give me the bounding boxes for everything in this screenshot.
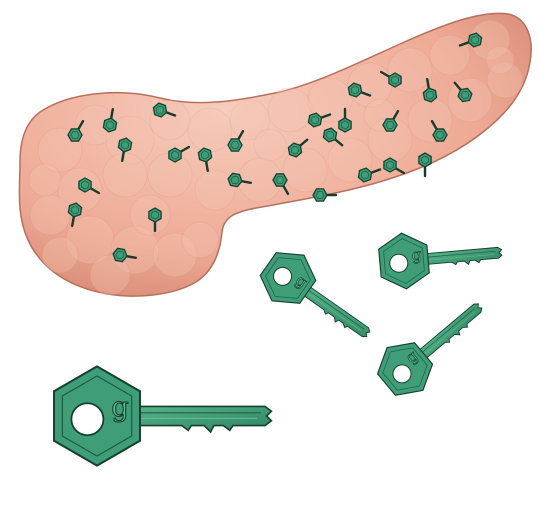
lobule bbox=[29, 164, 61, 196]
lobule bbox=[182, 222, 218, 258]
lobule bbox=[195, 170, 235, 210]
lobule bbox=[430, 35, 470, 75]
lobule bbox=[268, 88, 312, 132]
small-key-icon: g bbox=[377, 225, 504, 291]
small-key-icon: g bbox=[252, 241, 384, 357]
lobule bbox=[103, 153, 147, 197]
key-blade bbox=[129, 406, 271, 432]
key-glyph: g bbox=[411, 245, 423, 264]
lobule bbox=[486, 46, 514, 74]
large-key-icon: g bbox=[54, 366, 271, 465]
small-key-icon: g bbox=[369, 285, 499, 406]
key-blade bbox=[421, 247, 502, 268]
hexagon-receptor-icon bbox=[419, 153, 431, 176]
lobule bbox=[254, 129, 286, 161]
key-hole bbox=[71, 403, 103, 435]
lobule bbox=[90, 255, 130, 295]
key-blade bbox=[415, 302, 486, 365]
key-blade bbox=[298, 284, 372, 342]
lobule bbox=[42, 237, 78, 273]
lobule bbox=[188, 108, 232, 152]
key-glyph: g bbox=[111, 392, 128, 423]
lobule bbox=[30, 195, 70, 235]
